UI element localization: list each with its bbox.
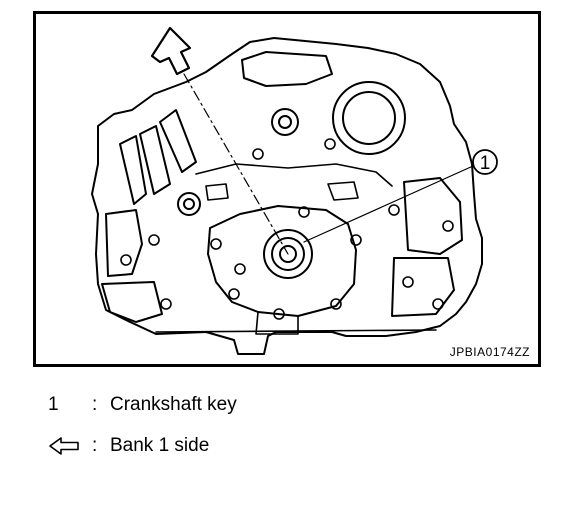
- crankshaft-nose-inner: [279, 245, 297, 263]
- block-bolt: [432, 298, 444, 310]
- legend-separator: :: [92, 435, 98, 456]
- cylinder-block-outline: [91, 37, 483, 355]
- oil-pump-housing: [207, 205, 357, 317]
- center-web: [195, 163, 393, 187]
- left-bank-rib: [119, 135, 147, 205]
- engine-block-drawing: 1: [91, 26, 498, 355]
- legend-row-crankshaft-key: 1 : Crankshaft key: [48, 392, 237, 418]
- pump-screw: [350, 234, 362, 246]
- upper-bolt: [271, 108, 299, 136]
- legend-separator: :: [92, 394, 98, 415]
- pump-screw: [210, 238, 222, 250]
- left-lower-panel: [101, 281, 163, 323]
- callout-leader-line: [303, 165, 474, 243]
- block-bolt: [388, 204, 400, 216]
- left-bolt: [177, 192, 201, 216]
- legend-text: Crankshaft key: [110, 394, 237, 415]
- crankshaft-center-line: [183, 73, 289, 255]
- pump-screw: [273, 308, 285, 320]
- left-side-cover: [105, 209, 143, 277]
- oil-passage: [205, 183, 229, 201]
- figure-id: JPBIA0174ZZ: [449, 345, 530, 359]
- left-bolt-center: [183, 198, 195, 210]
- upper-bolt-center: [278, 115, 292, 129]
- block-bolt: [120, 254, 132, 266]
- callout-circle: [472, 149, 498, 175]
- right-lower-panel: [391, 257, 455, 317]
- pump-base: [255, 311, 299, 335]
- hollow-arrow-left-icon: [48, 436, 92, 456]
- left-bank-rib: [139, 125, 171, 195]
- block-bolt: [160, 298, 172, 310]
- block-bolt: [442, 220, 454, 232]
- upper-panel: [241, 51, 333, 87]
- pump-screw: [330, 298, 342, 310]
- block-bolt: [148, 234, 160, 246]
- legend-text: Bank 1 side: [110, 435, 210, 456]
- block-bolt: [402, 276, 414, 288]
- pump-screw: [298, 206, 310, 218]
- block-bolt: [324, 138, 336, 150]
- crankshaft-nose-middle: [271, 237, 305, 271]
- diagram-frame: 1 JPBIA0174ZZ: [33, 11, 541, 367]
- legend-key: 1: [48, 394, 59, 415]
- bank-1-side-arrow-icon: [150, 26, 192, 76]
- left-bank-rib: [159, 109, 197, 173]
- right-bank-panel: [403, 177, 463, 255]
- oil-passage: [327, 181, 359, 201]
- pan-rail: [155, 329, 437, 333]
- rear-bore-outer: [332, 81, 406, 155]
- pump-screw: [234, 263, 246, 275]
- legend-row-bank-1-side: : Bank 1 side: [48, 433, 209, 459]
- callout-number: 1: [480, 153, 491, 174]
- pump-screw: [228, 288, 240, 300]
- crankshaft-nose-outer: [263, 229, 313, 279]
- block-bolt: [252, 148, 264, 160]
- rear-bore-inner: [342, 91, 396, 145]
